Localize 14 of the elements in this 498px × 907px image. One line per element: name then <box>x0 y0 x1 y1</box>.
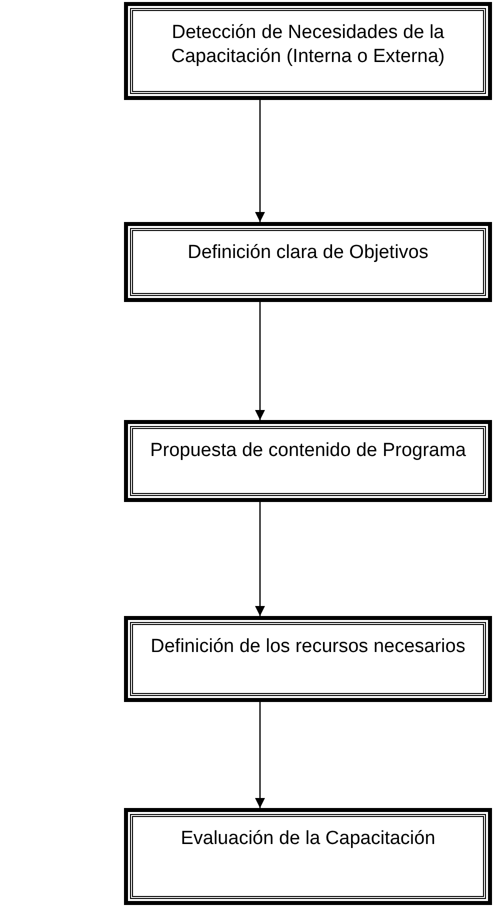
box-label: Definición clara de Objetivos <box>188 241 428 265</box>
arrow <box>255 502 265 616</box>
process-box <box>124 616 492 702</box>
process-box <box>124 2 492 100</box>
box-label: Detección de Necesidades de la Capacitación (Interna o Externa) <box>170 21 446 69</box>
process-box <box>124 420 492 502</box>
arrow <box>255 100 265 222</box>
process-box <box>124 222 492 302</box>
arrow <box>255 702 265 808</box>
process-box <box>124 808 492 905</box>
box-label: Propuesta de contenido de Programa <box>150 439 466 463</box>
arrow <box>255 302 265 420</box>
box-label: Definición de los recursos necesarios <box>150 635 466 659</box>
box-label: Evaluación de la Capacitación <box>180 827 436 851</box>
